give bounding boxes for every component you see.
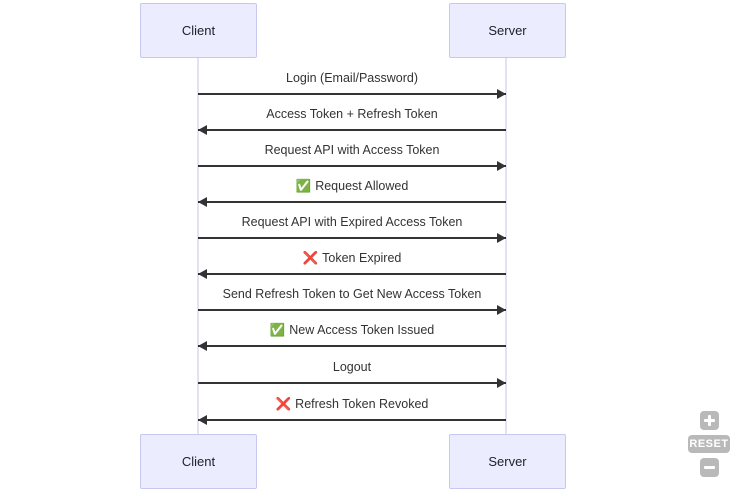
- message-text: Refresh Token Revoked: [295, 397, 429, 411]
- message-text: Token Expired: [322, 251, 402, 265]
- message-label: Access Token + Refresh Token: [198, 107, 506, 122]
- message-label: Send Refresh Token to Get New Access Tok…: [198, 287, 506, 302]
- message-text: New Access Token Issued: [289, 323, 435, 337]
- message-label: Logout: [198, 360, 506, 375]
- participant-label-server-bottom: Server: [488, 454, 527, 469]
- message-line: [198, 345, 506, 347]
- message-label: Login (Email/Password): [198, 71, 506, 86]
- cross-mark-icon: ❌: [275, 396, 296, 411]
- message-line: [198, 237, 506, 239]
- message-label: ✅ Request Allowed: [198, 178, 506, 194]
- arrowhead-left: [198, 341, 207, 351]
- arrowhead-right: [497, 89, 506, 99]
- message-label: ❌ Refresh Token Revoked: [198, 396, 506, 412]
- message-text: Logout: [332, 360, 372, 374]
- participant-box-server-bottom[interactable]: Server: [449, 434, 566, 489]
- message-line: [198, 309, 506, 311]
- minus-icon: [703, 462, 715, 473]
- participant-label-client-top: Client: [181, 23, 216, 38]
- message-line: [198, 419, 506, 421]
- lifeline-client: [197, 58, 199, 436]
- arrowhead-left: [198, 125, 207, 135]
- message-line: [198, 382, 506, 384]
- arrowhead-right: [497, 378, 506, 388]
- zoom-in-button[interactable]: [699, 411, 719, 430]
- message-label: Request API with Access Token: [198, 143, 506, 158]
- participant-label-client-bottom: Client: [181, 454, 216, 469]
- participant-box-client-bottom[interactable]: Client: [140, 434, 257, 489]
- message-label: ❌ Token Expired: [198, 250, 506, 266]
- arrowhead-right: [497, 161, 506, 171]
- arrowhead-left: [198, 415, 207, 425]
- arrowhead-right: [497, 233, 506, 243]
- lifeline-server: [505, 58, 507, 436]
- check-mark-icon: ✅: [269, 322, 290, 337]
- message-text: Login (Email/Password): [286, 71, 418, 85]
- arrowhead-left: [198, 197, 207, 207]
- message-line: [198, 129, 506, 131]
- message-text: Request API with Access Token: [264, 143, 440, 157]
- participant-box-client-top[interactable]: Client: [140, 3, 257, 58]
- arrowhead-left: [198, 269, 207, 279]
- message-line: [198, 165, 506, 167]
- arrowhead-right: [497, 305, 506, 315]
- message-text: Send Refresh Token to Get New Access Tok…: [222, 287, 482, 301]
- reset-zoom-button[interactable]: RESET: [688, 435, 730, 453]
- message-text: Request Allowed: [315, 179, 409, 193]
- message-line: [198, 201, 506, 203]
- message-text: Access Token + Refresh Token: [266, 107, 438, 121]
- plus-icon: [703, 415, 715, 426]
- message-label: ✅ New Access Token Issued: [198, 322, 506, 338]
- check-mark-icon: ✅: [295, 178, 316, 193]
- zoom-controls: RESET: [687, 411, 731, 477]
- message-line: [198, 93, 506, 95]
- message-label: Request API with Expired Access Token: [198, 215, 506, 230]
- participant-box-server-top[interactable]: Server: [449, 3, 566, 58]
- message-text: Request API with Expired Access Token: [241, 215, 463, 229]
- cross-mark-icon: ❌: [302, 250, 323, 265]
- message-line: [198, 273, 506, 275]
- zoom-out-button[interactable]: [699, 458, 719, 477]
- participant-label-server-top: Server: [488, 23, 527, 38]
